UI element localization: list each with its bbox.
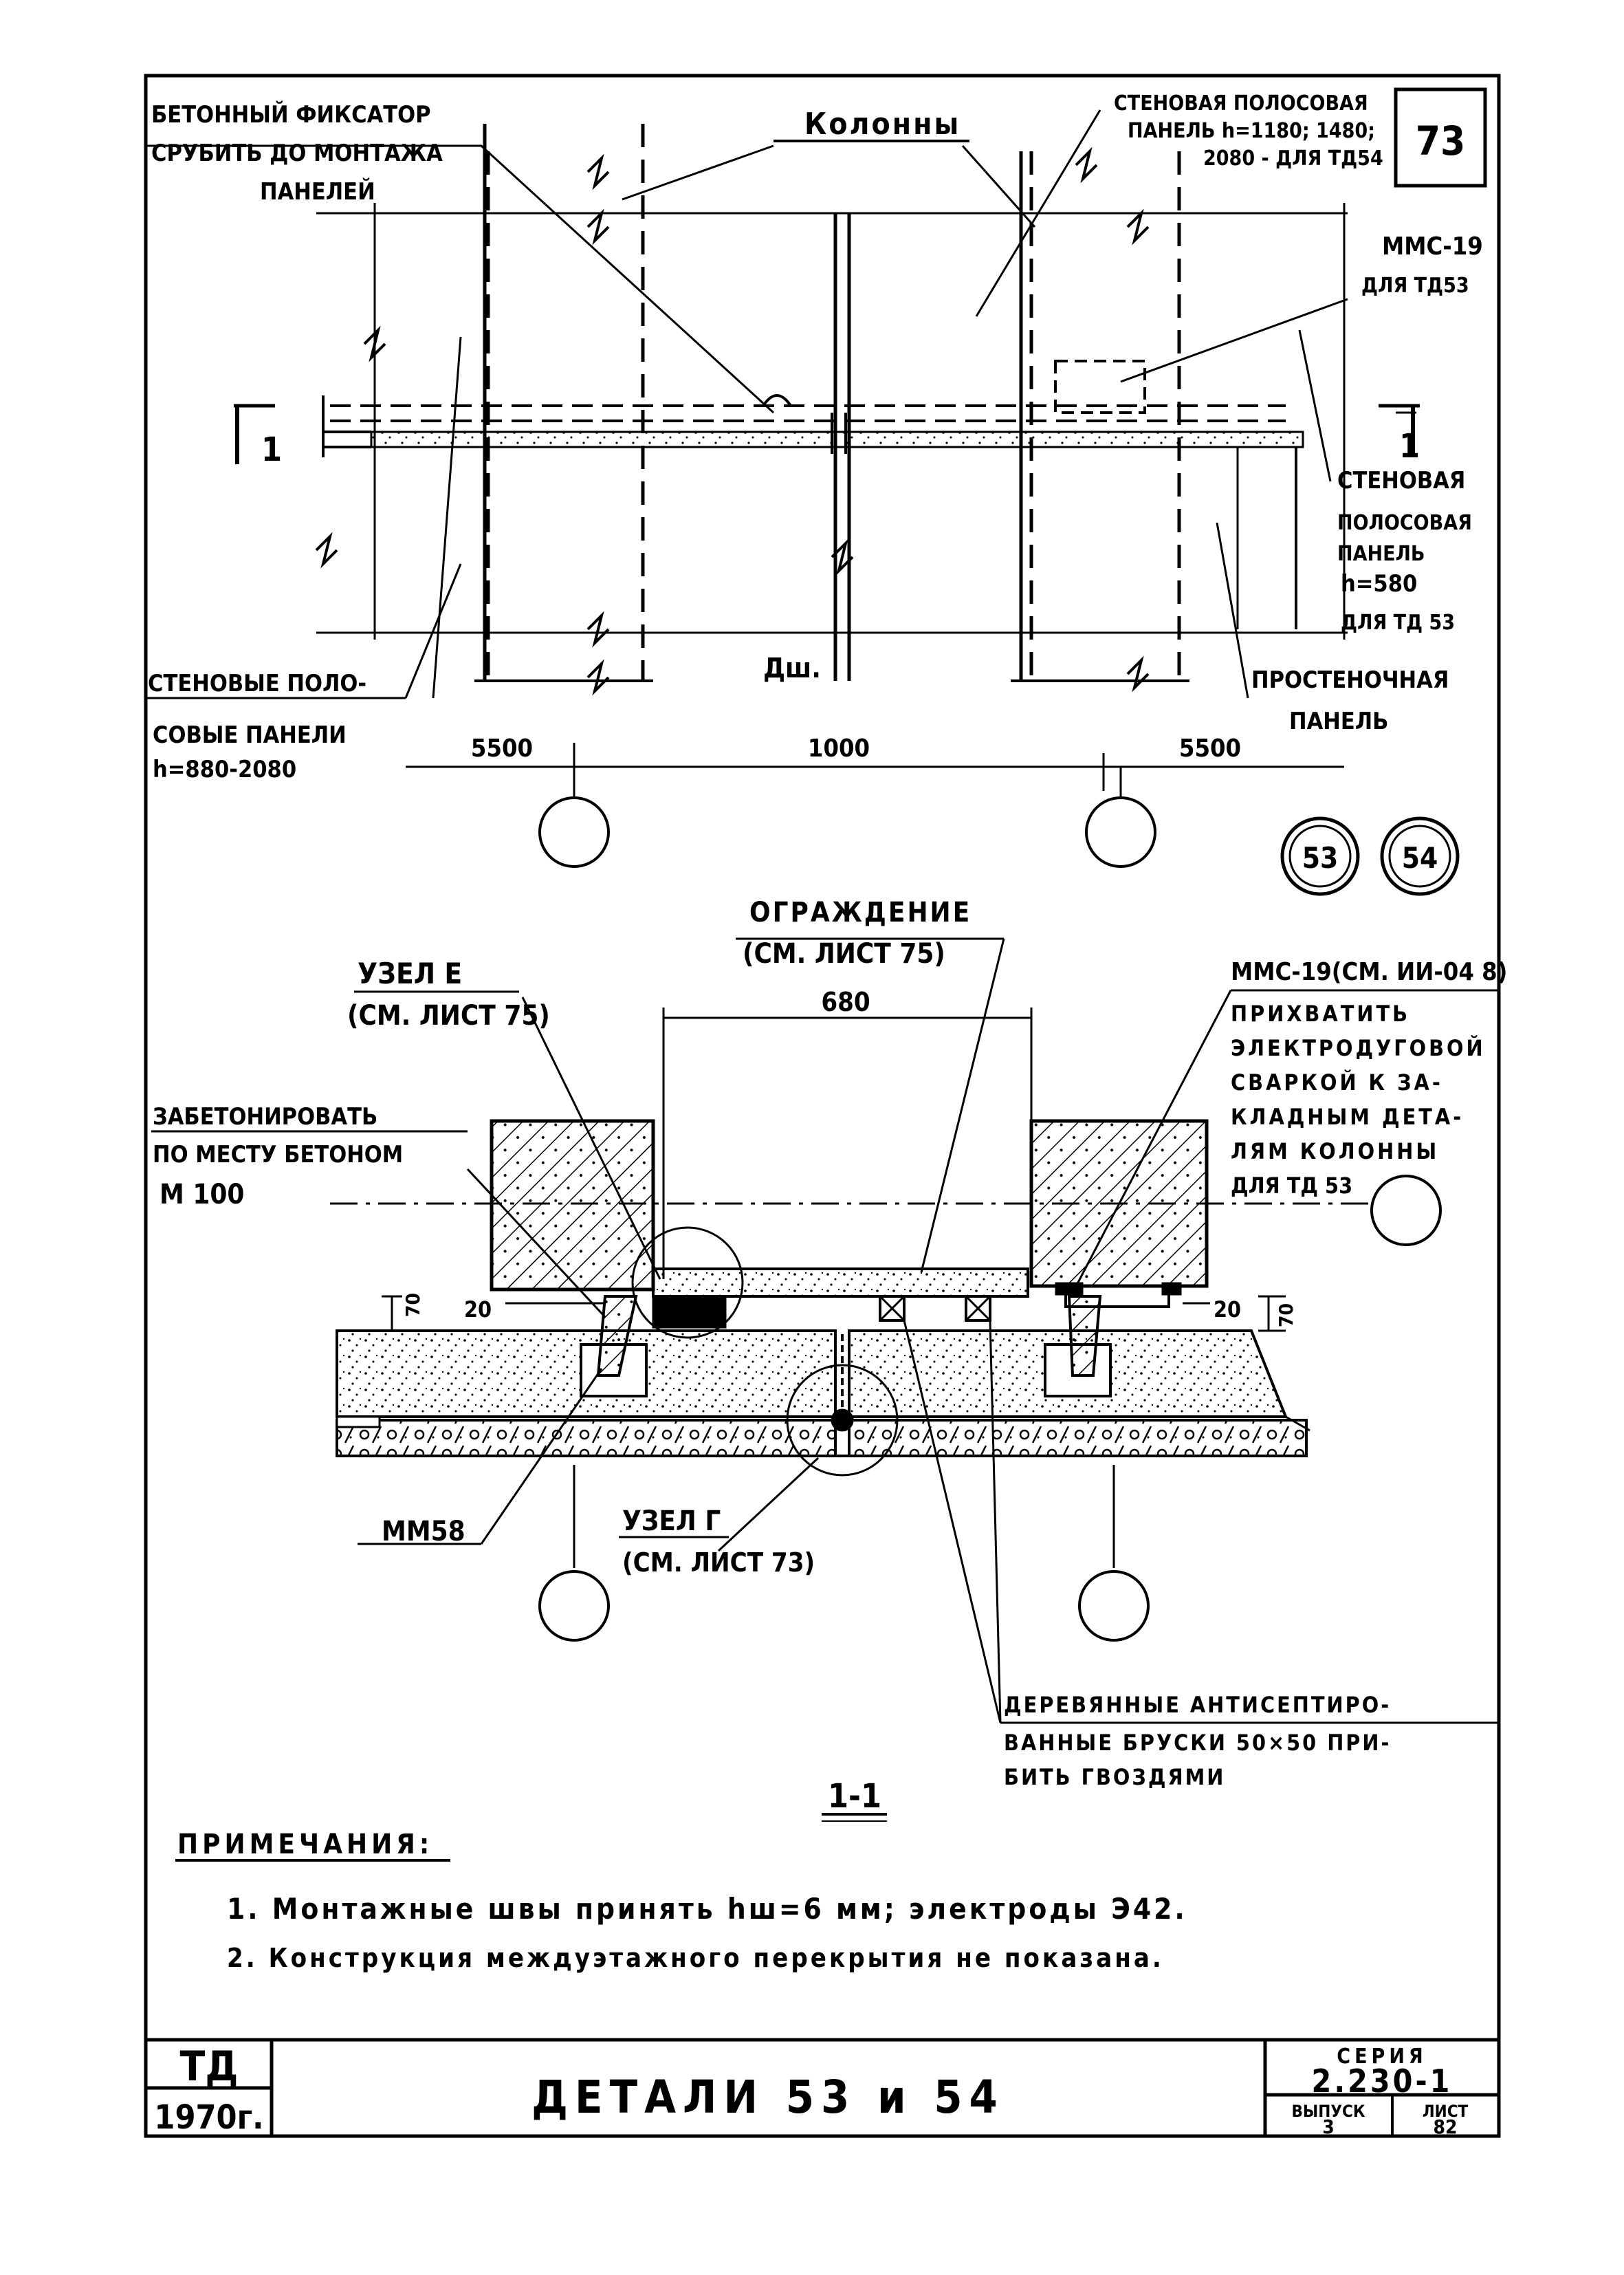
svg-text:ПОЛОСОВАЯ: ПОЛОСОВАЯ <box>1337 511 1472 535</box>
issue-value: 3 <box>1322 2115 1335 2138</box>
sheet-frame <box>144 74 1501 2138</box>
svg-text:СТЕНОВЫЕ ПОЛО-: СТЕНОВЫЕ ПОЛО- <box>148 670 366 697</box>
svg-text:ЛЯМ КОЛОННЫ: ЛЯМ КОЛОННЫ <box>1231 1138 1439 1164</box>
dim-680: 680 <box>821 987 870 1017</box>
label-wood-bars: ДЕРЕВЯННЫЕ АНТИСЕПТИРО- ВАННЫЕ БРУСКИ 50… <box>1004 1692 1391 1790</box>
section-view <box>175 937 1499 1862</box>
label-columns: Колонны <box>804 107 961 142</box>
dim-mid: 1000 <box>808 734 870 763</box>
svg-text:(СМ. ЛИСТ 75): (СМ. ЛИСТ 75) <box>743 938 945 970</box>
svg-text:ОГРАЖДЕНИЕ: ОГРАЖДЕНИЕ <box>749 897 972 928</box>
dim-70-left: 70 <box>402 1293 424 1317</box>
svg-text:ММС-19: ММС-19 <box>1382 232 1483 261</box>
label-weld: ПРИХВАТИТЬ ЭЛЕКТРОДУГОВОЙ СВАРКОЙ К ЗА- … <box>1231 1001 1486 1199</box>
detail-marker-53: 53 <box>1302 841 1339 875</box>
svg-text:2080 - ДЛЯ ТД54: 2080 - ДЛЯ ТД54 <box>1203 146 1383 171</box>
svg-text:h=880-2080: h=880-2080 <box>153 756 296 783</box>
dim-70-right: 70 <box>1275 1303 1297 1327</box>
svg-text:ПРОСТЕНОЧНАЯ: ПРОСТЕНОЧНАЯ <box>1251 666 1449 694</box>
svg-text:СОВЫЕ ПАНЕЛИ: СОВЫЕ ПАНЕЛИ <box>153 721 347 749</box>
svg-text:БЕТОННЫЙ ФИКСАТОР: БЕТОННЫЙ ФИКСАТОР <box>151 100 431 129</box>
svg-text:ЗАБЕТОНИРОВАТЬ: ЗАБЕТОНИРОВАТЬ <box>153 1103 377 1131</box>
series-label: СЕРИЯ <box>1337 2045 1427 2069</box>
corner-number: 73 <box>1416 118 1466 164</box>
label-guard: ОГРАЖДЕНИЕ (СМ. ЛИСТ 75) <box>743 897 972 970</box>
label-concrete-fixator: БЕТОННЫЙ ФИКСАТОР СРУБИТЬ ДО МОНТАЖА ПАН… <box>151 100 443 206</box>
label-dsh: Дш. <box>763 653 821 684</box>
org-label: ТД <box>180 2043 239 2091</box>
svg-text:СРУБИТЬ ДО МОНТАЖА: СРУБИТЬ ДО МОНТАЖА <box>151 140 443 167</box>
svg-text:(СМ. ЛИСТ 75): (СМ. ЛИСТ 75) <box>347 1000 550 1032</box>
svg-text:ПАНЕЛЬ h=1180; 1480;: ПАНЕЛЬ h=1180; 1480; <box>1128 119 1375 143</box>
svg-text:М 100: М 100 <box>160 1179 244 1210</box>
svg-text:СТЕНОВАЯ: СТЕНОВАЯ <box>1337 467 1465 494</box>
svg-text:УЗЕЛ Е: УЗЕЛ Е <box>358 957 462 990</box>
svg-text:ПАНЕЛЕЙ: ПАНЕЛЕЙ <box>260 177 375 206</box>
label-mms19: ММС-19(СМ. ИИ-04 8) <box>1231 958 1507 986</box>
dim-right: 5500 <box>1179 734 1241 763</box>
sheet-value: 82 <box>1433 2115 1457 2138</box>
svg-text:ПАНЕЛЬ: ПАНЕЛЬ <box>1289 708 1388 735</box>
svg-text:ВАННЫЕ БРУСКИ 50×50 ПРИ-: ВАННЫЕ БРУСКИ 50×50 ПРИ- <box>1004 1730 1391 1756</box>
series-value: 2.230-1 <box>1312 2062 1453 2100</box>
detail-marker-54: 54 <box>1402 841 1438 875</box>
svg-text:ДЛЯ ТД 53: ДЛЯ ТД 53 <box>1341 611 1455 635</box>
label-strip-panel-top: СТЕНОВАЯ ПОЛОСОВАЯ ПАНЕЛЬ h=1180; 1480; … <box>1114 91 1383 171</box>
section-title: 1-1 <box>828 1777 881 1816</box>
label-node-e: УЗЕЛ Е (СМ. ЛИСТ 75) <box>347 957 550 1032</box>
svg-text:ДЕРЕВЯННЫЕ АНТИСЕПТИРО-: ДЕРЕВЯННЫЕ АНТИСЕПТИРО- <box>1004 1692 1391 1718</box>
label-partition-panel: ПРОСТЕНОЧНАЯ ПАНЕЛЬ <box>1251 666 1449 735</box>
note-item-2: 2. Конструкция междуэтажного перекрытия … <box>227 1943 1164 1973</box>
dim-20-left: 20 <box>464 1296 492 1322</box>
svg-text:УЗЕЛ Г: УЗЕЛ Г <box>622 1505 721 1537</box>
label-mm58: ММ58 <box>382 1516 465 1547</box>
label-concrete-fill: ЗАБЕТОНИРОВАТЬ ПО МЕСТУ БЕТОНОМ М 100 <box>153 1103 403 1210</box>
svg-text:ПРИХВАТИТЬ: ПРИХВАТИТЬ <box>1231 1001 1410 1027</box>
label-mms19-top: ММС-19 ДЛЯ ТД53 <box>1361 232 1483 298</box>
svg-text:ЭЛЕКТРОДУГОВОЙ: ЭЛЕКТРОДУГОВОЙ <box>1231 1035 1486 1061</box>
section-mark-right: 1 <box>1399 427 1420 466</box>
svg-text:БИТЬ ГВОЗДЯМИ: БИТЬ ГВОЗДЯМИ <box>1004 1764 1225 1790</box>
svg-text:КЛАДНЫМ ДЕТА-: КЛАДНЫМ ДЕТА- <box>1231 1104 1464 1130</box>
label-node-g: УЗЕЛ Г (СМ. ЛИСТ 73) <box>622 1505 815 1578</box>
sheet-title: ДЕТАЛИ 53 и 54 <box>531 2071 1005 2124</box>
note-item-1: 1. Монтажные швы принять hш=6 мм; электр… <box>227 1892 1187 1926</box>
issue-label: ВЫПУСК <box>1291 2102 1365 2121</box>
svg-text:(СМ. ЛИСТ 73): (СМ. ЛИСТ 73) <box>622 1547 815 1578</box>
plan-view <box>144 109 1460 896</box>
svg-text:СТЕНОВАЯ ПОЛОСОВАЯ: СТЕНОВАЯ ПОЛОСОВАЯ <box>1114 91 1368 116</box>
dim-20-right: 20 <box>1214 1296 1241 1322</box>
svg-text:h=580: h=580 <box>1341 570 1417 598</box>
label-wall-panels: СТЕНОВЫЕ ПОЛО- СОВЫЕ ПАНЕЛИ h=880-2080 <box>148 670 366 783</box>
svg-text:ПАНЕЛЬ: ПАНЕЛЬ <box>1337 542 1425 566</box>
svg-text:СВАРКОЙ К ЗА-: СВАРКОЙ К ЗА- <box>1231 1069 1443 1096</box>
svg-text:ДЛЯ ТД 53: ДЛЯ ТД 53 <box>1231 1173 1352 1199</box>
section-mark-left: 1 <box>261 431 282 469</box>
svg-text:ПО МЕСТУ БЕТОНОМ: ПО МЕСТУ БЕТОНОМ <box>153 1141 403 1168</box>
sheet-label: ЛИСТ <box>1423 2102 1469 2121</box>
notes-heading: ПРИМЕЧАНИЯ: <box>177 1829 433 1860</box>
year-label: 1970г. <box>154 2098 263 2137</box>
dim-left: 5500 <box>471 734 533 763</box>
svg-text:ДЛЯ ТД53: ДЛЯ ТД53 <box>1361 274 1469 298</box>
label-strip-panel-right: СТЕНОВАЯ ПОЛОСОВАЯ ПАНЕЛЬ h=580 ДЛЯ ТД 5… <box>1337 467 1472 635</box>
